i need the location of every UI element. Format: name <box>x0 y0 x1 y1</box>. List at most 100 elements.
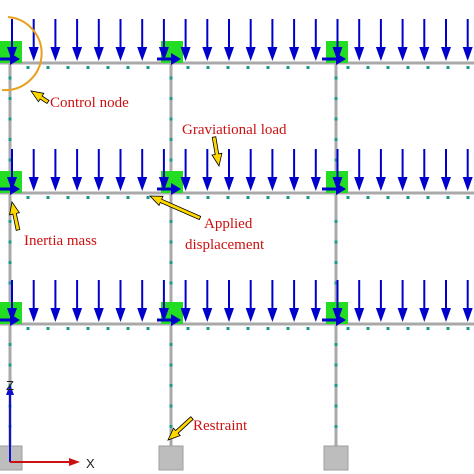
load-arrow-icon <box>310 308 321 322</box>
column-fiber-node <box>334 343 338 346</box>
beam-fiber-node <box>186 196 190 199</box>
beam-fiber-node <box>366 327 370 330</box>
beam-fiber-node <box>86 66 90 69</box>
beam-fiber-node <box>126 196 130 199</box>
beam-fiber-node <box>366 66 370 69</box>
load-arrow-icon <box>137 308 148 322</box>
column-fiber-node <box>169 425 173 428</box>
column-fiber-node <box>334 158 338 162</box>
column-fiber-node <box>169 261 173 264</box>
load-arrow-icon <box>354 177 365 191</box>
load-arrow-icon <box>137 47 148 61</box>
beam-fiber-node <box>306 327 310 330</box>
load-arrow-icon <box>180 177 191 191</box>
beam-fiber-node <box>426 327 430 330</box>
beam-fiber-node <box>206 196 210 199</box>
load-arrow-icon <box>289 308 300 322</box>
beam-fiber-node <box>466 327 470 330</box>
load-arrow-icon <box>245 177 256 191</box>
beam-fiber-node <box>346 196 350 199</box>
z-axis-arrowhead <box>6 384 14 395</box>
column-fiber-node <box>334 117 338 121</box>
load-arrow-icon <box>397 47 408 61</box>
column-fiber-node <box>169 240 173 244</box>
restraint-support-icon <box>158 445 184 471</box>
load-arrow-icon <box>93 308 104 322</box>
load-arrow-icon <box>310 47 321 61</box>
applied-displacement-arrow-icon <box>171 53 181 65</box>
beam-fiber-node <box>66 327 70 330</box>
load-arrow-icon <box>267 47 278 61</box>
column-fiber-node <box>334 97 338 100</box>
restraint-label: Restraint <box>193 418 248 434</box>
load-arrow-icon <box>354 47 365 61</box>
beam-fiber-node <box>146 66 150 69</box>
leader-arrow-icon <box>167 416 194 441</box>
beam-fiber-node <box>286 196 290 199</box>
beam-fiber-node <box>266 196 270 199</box>
beam-fiber-node <box>446 66 450 69</box>
load-arrow-icon <box>50 177 61 191</box>
leader-arrow-icon <box>149 195 202 221</box>
column-fiber-node <box>334 240 338 244</box>
column-fiber-node <box>334 404 338 408</box>
column-fiber-node <box>334 220 338 223</box>
load-arrow-icon <box>224 308 234 322</box>
beam-fiber-node <box>266 66 270 69</box>
load-arrow-icon <box>115 47 126 61</box>
beam-fiber-node <box>246 196 250 199</box>
beam-fiber-node <box>206 327 210 330</box>
column-fiber-node <box>334 363 338 367</box>
beam-fiber-node <box>106 66 110 69</box>
load-arrow-icon <box>267 308 278 322</box>
load-arrow-icon <box>245 47 256 61</box>
load-arrow-icon <box>115 308 126 322</box>
load-arrow-icon <box>419 308 430 322</box>
applied-displacement-arrow-icon <box>171 314 181 326</box>
column-fiber-node <box>8 117 12 121</box>
leader-arrow-icon <box>211 136 223 168</box>
gravitational-load-label: Graviational load <box>182 122 287 138</box>
beam-fiber-node <box>206 66 210 69</box>
applied-displacement-label-line2: displacement <box>185 237 265 253</box>
beam-fiber-node <box>386 327 390 330</box>
column-fiber-node <box>334 261 338 264</box>
load-arrow-icon <box>462 47 473 61</box>
load-arrow-icon <box>7 177 17 191</box>
restraint-support-icon <box>323 445 349 471</box>
column-fiber-node <box>169 76 173 80</box>
load-arrow-icon <box>397 177 408 191</box>
beam-fiber-node <box>386 196 390 199</box>
leader-arrow-icon <box>30 90 50 105</box>
load-arrow-icon <box>72 47 83 61</box>
load-arrow-icon <box>375 308 386 322</box>
beam-fiber-node <box>446 327 450 330</box>
beam-fiber-node <box>306 66 310 69</box>
column-fiber-node <box>169 281 173 285</box>
column-fiber-node <box>8 97 12 100</box>
beam-fiber-node <box>66 196 70 199</box>
inertia-mass-label: Inertia mass <box>24 233 97 249</box>
load-arrow-icon <box>245 308 256 322</box>
beam-fiber-node <box>226 327 230 330</box>
beam-fiber-node <box>126 66 130 69</box>
applied-displacement-arrow-icon <box>10 314 20 326</box>
beam-fiber-node <box>146 196 150 199</box>
column-fiber-node <box>8 261 12 264</box>
load-arrow-icon <box>354 308 365 322</box>
beam-fiber-node <box>346 327 350 330</box>
column-fiber-node <box>334 425 338 428</box>
load-arrow-icon <box>202 177 213 191</box>
beam-fiber-node <box>46 196 50 199</box>
applied-displacement-arrow-icon <box>336 314 346 326</box>
load-arrow-icon <box>462 308 473 322</box>
load-arrow-icon <box>180 47 191 61</box>
beam-fiber-node <box>186 327 190 330</box>
load-arrow-icon <box>419 177 430 191</box>
column-fiber-node <box>169 138 173 141</box>
column-fiber-node <box>169 404 173 408</box>
load-arrow-icon <box>93 177 104 191</box>
column-fiber-node <box>334 76 338 80</box>
beam-fiber-node <box>366 196 370 199</box>
load-arrow-icon <box>224 47 234 61</box>
